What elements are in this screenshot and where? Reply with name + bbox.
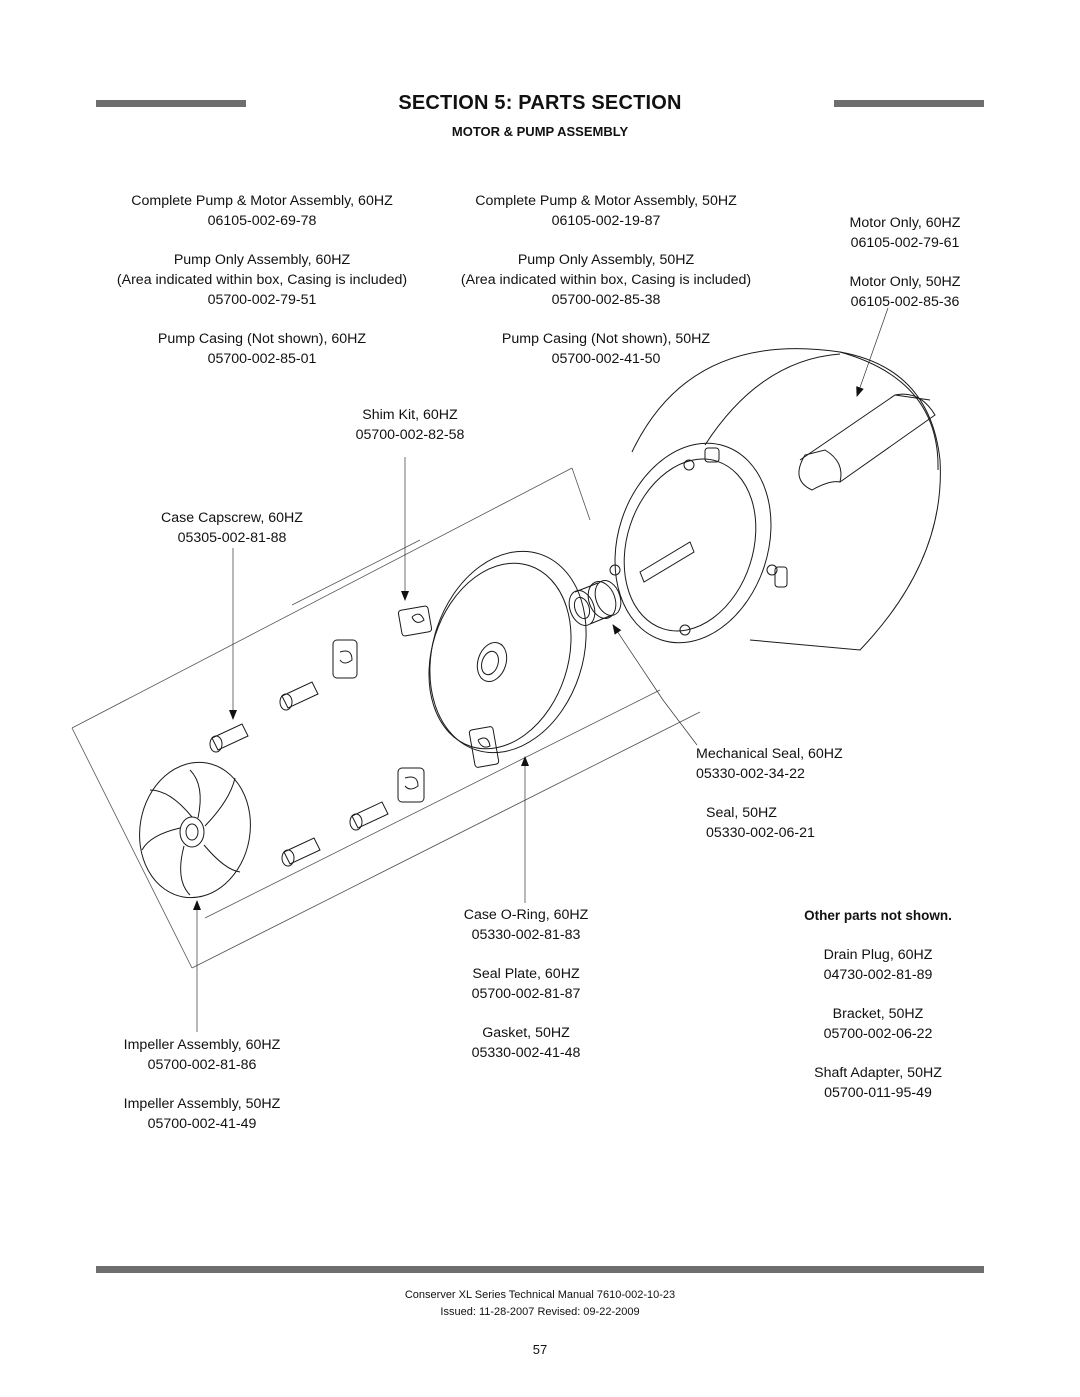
motor-block: Motor Only, 60HZ 06105-002-79-61 Motor O…	[810, 213, 1000, 312]
assembly-60hz-block: Complete Pump & Motor Assembly, 60HZ 061…	[60, 191, 464, 369]
seal-plate-label: Seal Plate, 60HZ	[472, 966, 580, 982]
shim-kit-block: Shim Kit, 60HZ 05700-002-82-58	[330, 405, 490, 445]
mechanical-seal-drawing	[568, 580, 622, 626]
header-rule-left	[96, 100, 246, 107]
impeller-block: Impeller Assembly, 60HZ 05700-002-81-86 …	[104, 1035, 300, 1134]
mechanical-seal-label: Mechanical Seal, 60HZ	[696, 746, 843, 762]
other-parts-heading: Other parts not shown.	[804, 908, 952, 923]
pump-60hz-part: 05700-002-79-51	[207, 292, 317, 308]
assembly-60hz-part: 06105-002-69-78	[207, 213, 317, 229]
case-oring-label: Case O-Ring, 60HZ	[463, 907, 589, 923]
impeller-drawing	[139, 761, 251, 899]
assembly-50hz-block: Complete Pump & Motor Assembly, 50HZ 061…	[404, 191, 808, 369]
motor-50hz-label: Motor Only, 50HZ	[849, 274, 961, 290]
casing-60hz-label: Pump Casing (Not shown), 60HZ	[157, 331, 367, 347]
center-parts-block: Case O-Ring, 60HZ 05330-002-81-83 Seal P…	[430, 905, 622, 1063]
shim-washers	[332, 639, 425, 803]
motor-60hz-label: Motor Only, 60HZ	[849, 215, 961, 231]
bracket-label: Bracket, 50HZ	[832, 1006, 924, 1022]
mechanical-seal-part: 05330-002-34-22	[696, 766, 805, 782]
footer-manual-title: Conserver XL Series Technical Manual 761…	[404, 1289, 676, 1301]
assembly-50hz-part: 06105-002-19-87	[551, 213, 661, 229]
capscrew-label: Case Capscrew, 60HZ	[161, 510, 303, 526]
impeller-50hz-part: 05700-002-41-49	[147, 1116, 257, 1132]
gasket-part: 05330-002-41-48	[471, 1045, 581, 1061]
drain-plug-label: Drain Plug, 60HZ	[823, 947, 933, 963]
shim-kit-part: 05700-002-82-58	[355, 427, 465, 443]
pump-area-box	[71, 467, 701, 969]
page-number: 57	[532, 1342, 548, 1357]
page-title: SECTION 5: PARTS SECTION	[398, 92, 682, 114]
shim-kit-label: Shim Kit, 60HZ	[362, 407, 458, 423]
seal-plate-drawing	[397, 550, 587, 768]
capscrew-block: Case Capscrew, 60HZ 05305-002-81-88	[140, 508, 324, 548]
gasket-label: Gasket, 50HZ	[482, 1025, 570, 1041]
impeller-60hz-label: Impeller Assembly, 60HZ	[123, 1037, 281, 1053]
pump-50hz-label: Pump Only Assembly, 50HZ	[517, 252, 695, 268]
motor-drawing	[609, 348, 941, 651]
motor-60hz-part: 06105-002-79-61	[850, 235, 960, 251]
mechanical-seal-block: Mechanical Seal, 60HZ 05330-002-34-22 Se…	[696, 744, 868, 843]
pump-50hz-note: (Area indicated within box, Casing is in…	[460, 272, 752, 288]
shaft-adapter-part: 05700-011-95-49	[824, 1085, 932, 1101]
pump-60hz-label: Pump Only Assembly, 60HZ	[173, 252, 351, 268]
casing-60hz-part: 05700-002-85-01	[207, 351, 317, 367]
capscrew-part: 05305-002-81-88	[177, 530, 287, 546]
impeller-60hz-part: 05700-002-81-86	[147, 1057, 257, 1073]
impeller-50hz-label: Impeller Assembly, 50HZ	[123, 1096, 281, 1112]
assembly-60hz-label: Complete Pump & Motor Assembly, 60HZ	[131, 193, 393, 209]
header-rule-right	[834, 100, 984, 107]
motor-50hz-part: 06105-002-85-36	[850, 294, 960, 310]
seal-50hz-label: Seal, 50HZ	[706, 805, 777, 821]
assembly-50hz-label: Complete Pump & Motor Assembly, 50HZ	[475, 193, 737, 209]
bracket-part: 05700-002-06-22	[823, 1026, 933, 1042]
callout-arrows	[193, 307, 889, 1032]
shaft-adapter-label: Shaft Adapter, 50HZ	[814, 1065, 942, 1081]
footer-issue-dates: Issued: 11-28-2007 Revised: 09-22-2009	[440, 1306, 640, 1318]
pump-50hz-part: 05700-002-85-38	[551, 292, 661, 308]
casing-50hz-label: Pump Casing (Not shown), 50HZ	[501, 331, 711, 347]
footer-rule	[96, 1266, 984, 1273]
seal-plate-part: 05700-002-81-87	[471, 986, 581, 1002]
capscrews	[209, 681, 389, 867]
seal-50hz-part: 05330-002-06-21	[706, 825, 815, 841]
case-oring-part: 05330-002-81-83	[471, 927, 581, 943]
other-parts-block: Other parts not shown. Drain Plug, 60HZ …	[790, 906, 966, 1103]
pump-60hz-note: (Area indicated within box, Casing is in…	[116, 272, 408, 288]
page-subtitle: MOTOR & PUMP ASSEMBLY	[451, 124, 629, 139]
drain-plug-part: 04730-002-81-89	[823, 967, 933, 983]
casing-50hz-part: 05700-002-41-50	[551, 351, 661, 367]
